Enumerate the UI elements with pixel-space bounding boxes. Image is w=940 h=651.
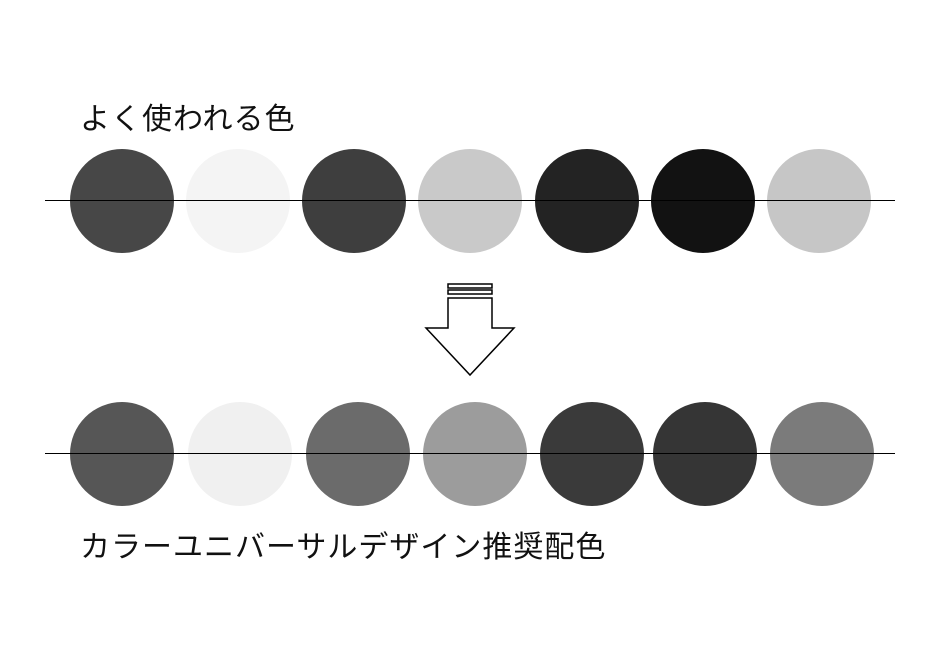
top-color-swatch-2 <box>186 149 290 253</box>
bottom-color-swatch-1 <box>70 402 174 506</box>
bottom-color-swatch-5 <box>540 402 644 506</box>
bottom-label: カラーユニバーサルデザイン推奨配色 <box>80 530 607 565</box>
bottom-color-swatch-3 <box>306 402 410 506</box>
top-color-swatch-4 <box>418 149 522 253</box>
bottom-color-swatch-7 <box>770 402 874 506</box>
down-arrow-icon <box>424 283 516 377</box>
top-color-swatch-5 <box>535 149 639 253</box>
bottom-row-line <box>45 453 895 454</box>
top-color-swatch-1 <box>70 149 174 253</box>
top-color-swatch-3 <box>302 149 406 253</box>
top-color-swatch-6 <box>651 149 755 253</box>
top-label: よく使われる色 <box>80 102 296 137</box>
bottom-color-swatch-2 <box>188 402 292 506</box>
bottom-color-swatch-6 <box>653 402 757 506</box>
top-color-swatch-7 <box>767 149 871 253</box>
bottom-color-swatch-4 <box>423 402 527 506</box>
top-row-line <box>45 200 895 201</box>
